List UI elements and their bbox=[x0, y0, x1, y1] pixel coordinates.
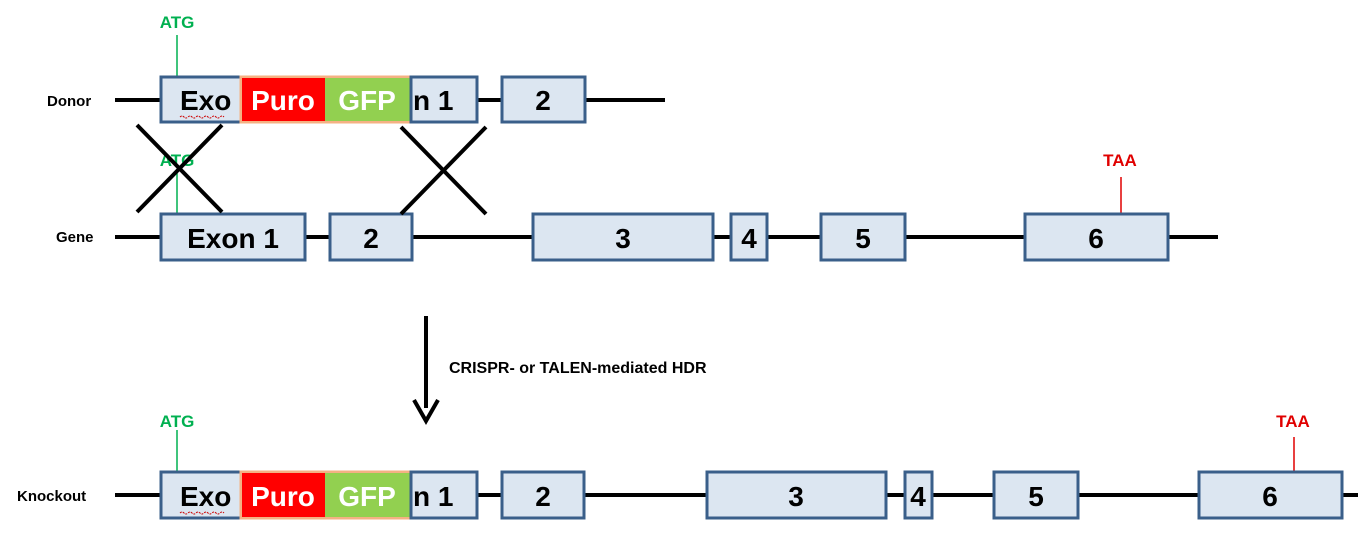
knockout-exon-2 bbox=[500, 470, 586, 520]
process-arrow: CRISPR- or TALEN-mediated HDR bbox=[412, 316, 707, 426]
knockout-label: Knockout bbox=[17, 488, 86, 505]
gene-exon-3-text: 3 bbox=[615, 223, 631, 254]
knockout-puro-text: Puro bbox=[251, 481, 315, 512]
knockout-exon1-head-text: Exo bbox=[180, 481, 231, 512]
gene-stop-codon: TAA bbox=[1103, 151, 1137, 170]
gene-label: Gene bbox=[56, 229, 94, 246]
donor-puro-text: Puro bbox=[251, 85, 315, 116]
crossover-left-stroke-b bbox=[135, 123, 224, 214]
gene-exon-1 bbox=[159, 212, 307, 262]
gene-exon-1-text: Exon 1 bbox=[187, 223, 279, 254]
donor-exon1-head-text: Exo bbox=[180, 85, 231, 116]
knockout-exon-3 bbox=[705, 470, 888, 520]
knockout-puro-box bbox=[242, 473, 325, 517]
donor-exon2-box bbox=[500, 75, 587, 124]
knockout-exon-2-text: 2 bbox=[535, 481, 551, 512]
knockout-spellcheck-underline bbox=[179, 511, 225, 515]
donor-gfp-text: GFP bbox=[338, 85, 396, 116]
donor-exon1-tail-box bbox=[409, 75, 479, 124]
knockout-exon-4-text: 4 bbox=[910, 481, 926, 512]
gene-exon-2-text: 2 bbox=[363, 223, 379, 254]
donor-spellcheck-underline bbox=[179, 115, 225, 119]
donor-exon1-tail-text: n 1 bbox=[413, 85, 453, 116]
donor-exon1-head-box bbox=[159, 75, 243, 124]
process-label: CRISPR- or TALEN-mediated HDR bbox=[449, 360, 707, 377]
knockout-gfp-box bbox=[325, 473, 410, 517]
knockout-exon-4 bbox=[903, 470, 934, 520]
donor-row: Donor ATG Exo Puro GFP n 1 2 bbox=[47, 13, 665, 124]
donor-gfp-box bbox=[325, 78, 410, 121]
gene-exon-3 bbox=[531, 212, 715, 262]
knockout-gfp-text: GFP bbox=[338, 481, 396, 512]
knockout-start-codon: ATG bbox=[160, 412, 195, 431]
gene-row: Gene ATG TAA Exon 1 2 3 4 5 6 bbox=[56, 151, 1218, 262]
gene-exon-5-text: 5 bbox=[855, 223, 871, 254]
crossover-right-stroke-b bbox=[399, 125, 488, 216]
gene-exon-4 bbox=[729, 212, 769, 262]
crossover-marks bbox=[135, 123, 488, 216]
donor-start-codon: ATG bbox=[160, 13, 195, 32]
knockout-exon1-tail-box bbox=[409, 470, 479, 520]
knockout-exon-6-text: 6 bbox=[1262, 481, 1278, 512]
gene-exon-6 bbox=[1023, 212, 1170, 262]
knockout-exon-5-text: 5 bbox=[1028, 481, 1044, 512]
knockout-row: Knockout ATG TAA Exo Puro GFP n 1 2 3 4 … bbox=[17, 412, 1358, 520]
knockout-exon-5 bbox=[992, 470, 1080, 520]
donor-label: Donor bbox=[47, 93, 91, 110]
gene-exon-6-text: 6 bbox=[1088, 223, 1104, 254]
knockout-exon1-tail-text: n 1 bbox=[413, 481, 453, 512]
knockout-exon-6 bbox=[1197, 470, 1344, 520]
donor-exon2-text: 2 bbox=[535, 85, 551, 116]
gene-exon-5 bbox=[819, 212, 907, 262]
donor-puro-box bbox=[242, 78, 325, 121]
gene-exon-2 bbox=[328, 212, 414, 262]
knockout-stop-codon: TAA bbox=[1276, 412, 1310, 431]
gene-exon-4-text: 4 bbox=[741, 223, 757, 254]
process-arrow-head bbox=[412, 399, 440, 426]
knockout-exon1-head-box bbox=[159, 470, 243, 520]
knockout-exon-3-text: 3 bbox=[788, 481, 804, 512]
